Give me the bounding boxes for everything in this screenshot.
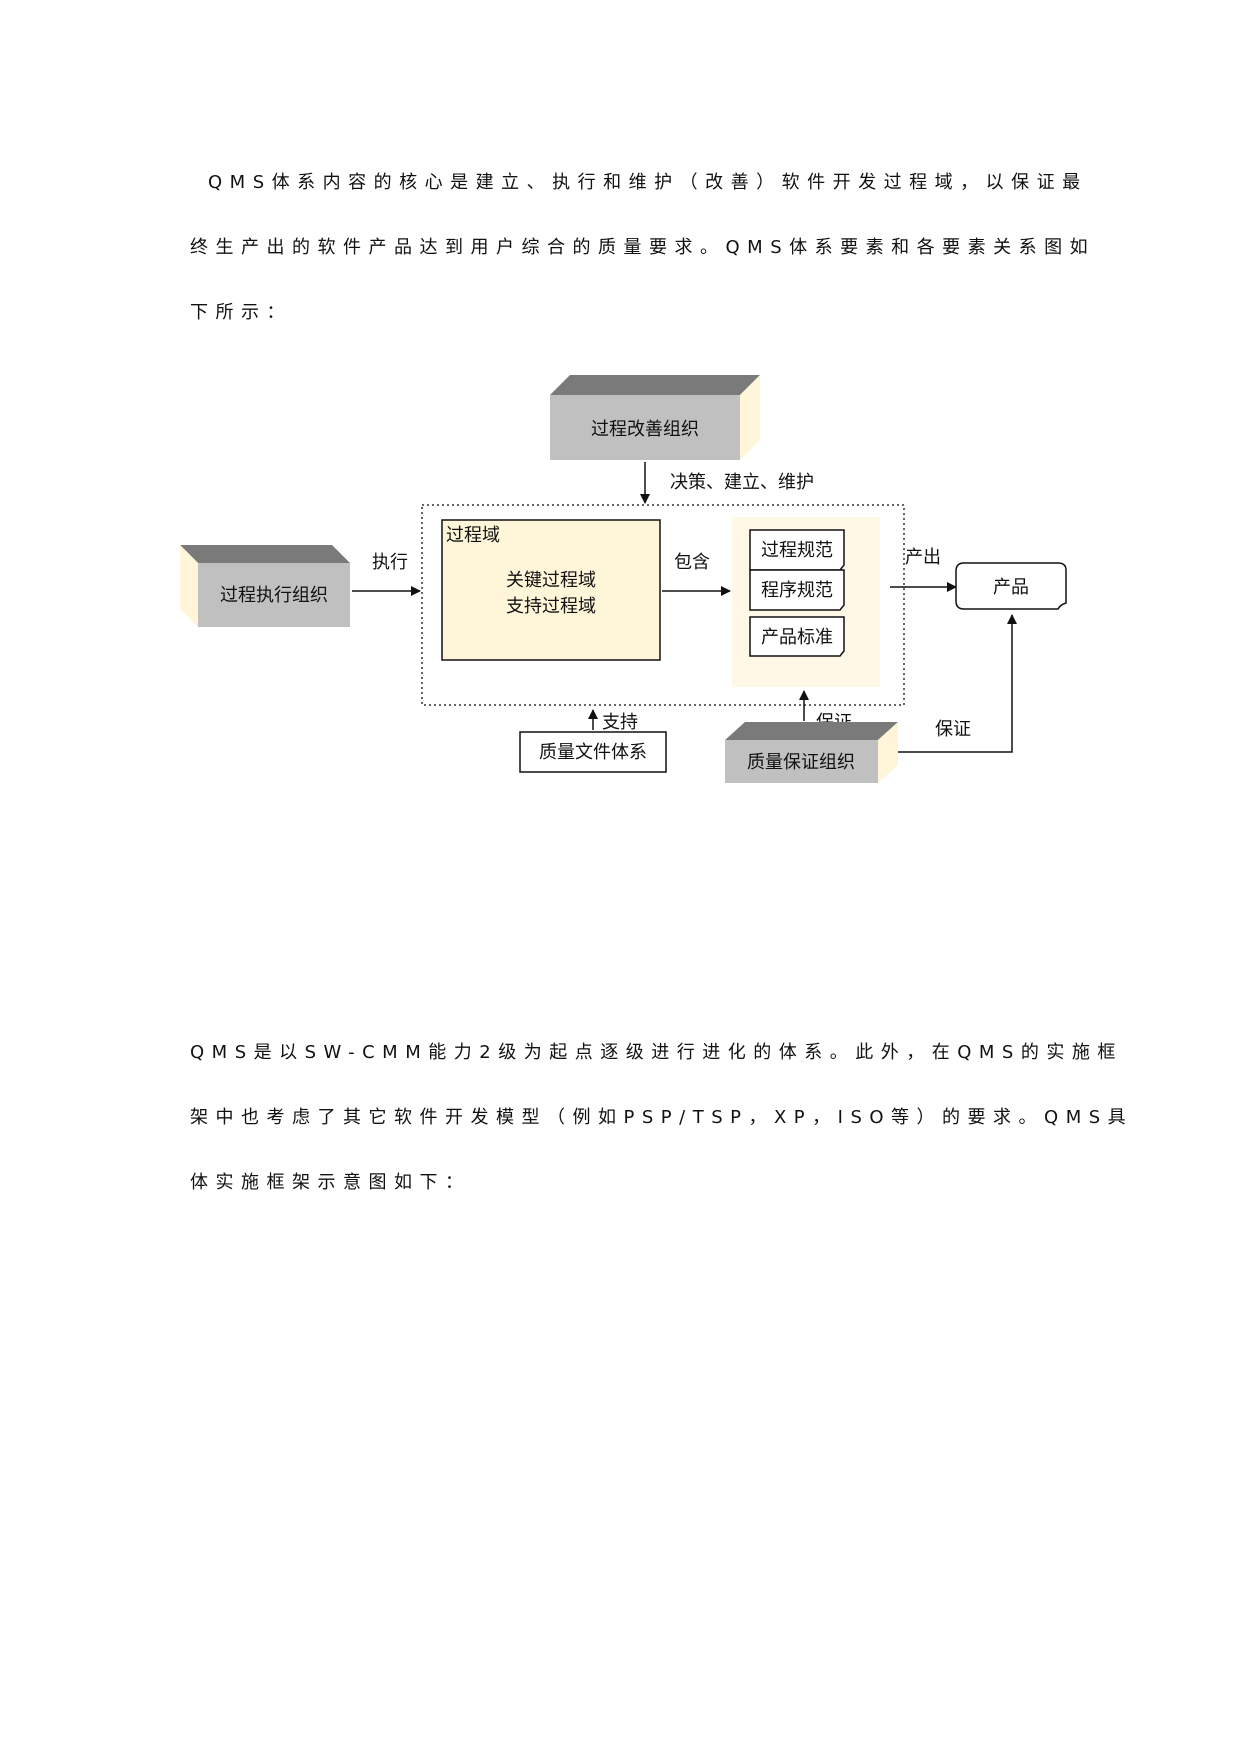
process-execution-org-label: 过程执行组织 [220,585,328,606]
quality-assurance-org-box: 质量保证组织 [725,722,898,783]
quality-document-system-box: 质量文件体系 [519,731,667,773]
paragraph-line: 下所示： [190,302,292,323]
framework-paragraph: QMS是以SW-CMM能力2级为起点逐级进行进化的体系。此外，在QMS的实施框 … [190,1020,1134,1215]
intro-paragraph: QMS体系内容的核心是建立、执行和维护（改善）软件开发过程域，以保证最 终生产出… [190,150,1096,345]
support-process-domain-label: 支持过程域 [506,596,596,617]
assure-label-2: 保证 [935,719,971,740]
paragraph-line: 体实施框架示意图如下： [190,1172,471,1193]
process-region-dotted-border [421,504,905,706]
product-standard-label: 产品标准 [761,627,833,648]
paragraph-line: QMS是以SW-CMM能力2级为起点逐级进行进化的体系。此外，在QMS的实施框 [190,1042,1123,1063]
decide-build-maintain-label: 决策、建立、维护 [670,472,814,493]
process-domain-box: 过程域 关键过程域 支持过程域 [441,519,661,661]
output-label: 产出 [905,547,941,568]
procedure-spec-box: 程序规范 [749,569,845,611]
product-label: 产品 [993,577,1029,598]
paragraph-line: QMS体系内容的核心是建立、执行和维护（改善）软件开发过程域，以保证最 [208,172,1088,193]
contains-label: 包含 [674,552,710,573]
qms-relationship-diagram: 过程改善组织 决策、建立、维护 过程执行组织 执行 过程域 关键过程域 支持过程… [180,375,1067,783]
execute-label: 执行 [372,552,408,573]
paragraph-line: 终生产出的软件产品达到用户综合的质量要求。QMS体系要素和各要素关系图如 [190,237,1096,258]
process-improvement-org-box: 过程改善组织 [550,375,760,460]
key-process-domain-label: 关键过程域 [506,570,596,591]
process-execution-org-box: 过程执行组织 [180,545,350,627]
support-label: 支持 [602,712,638,733]
paragraph-line: 架中也考虑了其它软件开发模型（例如PSP/TSP，XP，ISO等）的要求。QMS… [190,1107,1134,1128]
product-box: 产品 [955,562,1067,610]
product-standard-box: 产品标准 [749,616,845,657]
process-spec-box: 过程规范 [749,529,845,571]
quality-document-system-label: 质量文件体系 [539,742,647,763]
process-improvement-org-label: 过程改善组织 [591,419,699,440]
process-spec-label: 过程规范 [761,540,833,561]
process-domain-title: 过程域 [446,525,500,546]
procedure-spec-label: 程序规范 [761,580,833,601]
quality-assurance-org-label: 质量保证组织 [747,752,855,773]
